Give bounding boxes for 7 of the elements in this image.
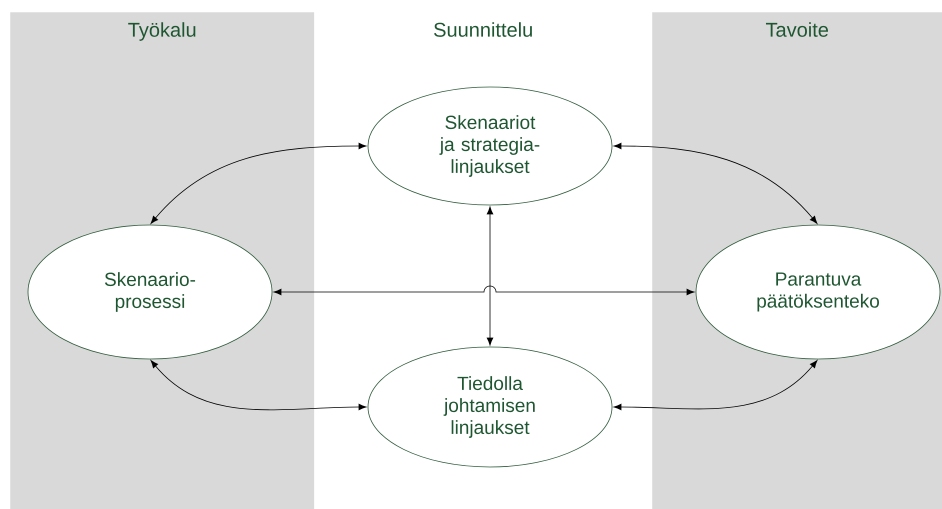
node-label: Suunnittelu (434, 22, 532, 37)
arrow (150, 360, 366, 410)
arrow (614, 142, 818, 224)
arrow (274, 286, 694, 296)
arrow (486, 206, 494, 346)
arrow (614, 360, 818, 410)
arrow (150, 142, 366, 224)
